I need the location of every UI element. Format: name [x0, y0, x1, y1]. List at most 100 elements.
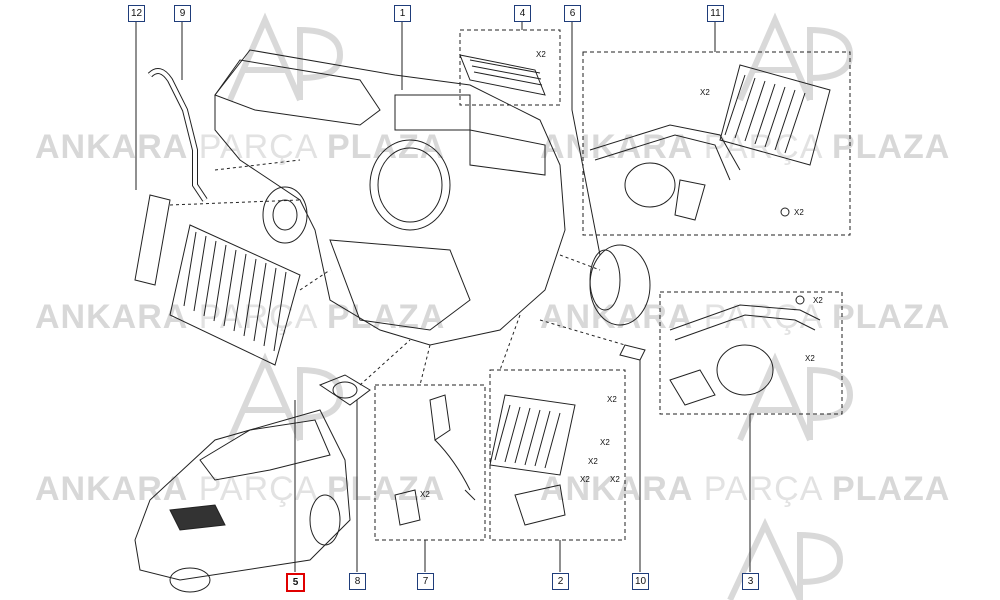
side-fan-cover	[262, 186, 308, 244]
small-fitting	[619, 344, 646, 361]
watermark-brand-b: PARÇA	[703, 470, 822, 508]
leader	[169, 199, 301, 206]
qty-label: X2	[607, 395, 617, 404]
pipe-flange	[624, 162, 676, 208]
top-grille-lines	[469, 59, 543, 86]
side-fan-cover-inner	[272, 199, 298, 231]
watermark-row-3: ANKARA PARÇA PLAZA	[35, 470, 445, 509]
watermark-brand-a: ANKARA	[540, 128, 694, 166]
watermark-brand-c: PLAZA	[831, 470, 951, 508]
pipe-flange-3	[716, 344, 774, 396]
logo-mark-p	[807, 366, 854, 440]
logo-mark-p	[297, 366, 344, 440]
callout-8[interactable]: 8	[349, 573, 366, 590]
leader	[419, 344, 431, 386]
watermark-brand-a: ANKARA	[35, 128, 189, 166]
watermark-brand-b: PARÇA	[198, 470, 317, 508]
logo-mark-a	[737, 12, 813, 102]
seal-strip	[134, 194, 171, 286]
watermark-brand-a: ANKARA	[540, 470, 694, 508]
cap-part-inner	[332, 381, 358, 399]
cap-part	[318, 374, 371, 406]
leader	[539, 319, 626, 346]
car-wheel-front	[169, 567, 211, 593]
qty-label: X2	[600, 438, 610, 447]
logo-mark-p	[797, 531, 844, 600]
qty-label: X2	[610, 475, 620, 484]
leader	[499, 314, 521, 371]
leader	[359, 339, 411, 386]
qty-label: X2	[794, 208, 804, 217]
group-box-11	[582, 51, 851, 236]
watermark-brand-a: ANKARA	[35, 298, 189, 336]
pipe-assembly	[669, 304, 821, 341]
qty-label: X2	[805, 354, 815, 363]
heater-core	[489, 394, 576, 476]
callout-2[interactable]: 2	[552, 573, 569, 590]
callout-11[interactable]: 11	[707, 5, 724, 22]
watermark-row-2: ANKARA PARÇA PLAZA	[35, 298, 445, 337]
blower-opening	[369, 139, 451, 231]
callout-3[interactable]: 3	[742, 573, 759, 590]
radiator-fins	[724, 74, 806, 154]
callout-6[interactable]: 6	[564, 5, 581, 22]
callout-7[interactable]: 7	[417, 573, 434, 590]
leader-6	[571, 22, 601, 256]
pollen-filter-pleats	[183, 231, 287, 352]
blower-opening-inner	[377, 147, 443, 223]
coolant-pipes	[589, 124, 741, 181]
qty-label: X2	[580, 475, 590, 484]
callout-9[interactable]: 9	[174, 5, 191, 22]
logo-mark-a	[737, 352, 813, 442]
blower-wheel	[589, 249, 621, 311]
callout-5-highlighted[interactable]: 5	[286, 573, 305, 592]
group-box-2	[489, 369, 626, 541]
group-box-4	[459, 29, 561, 106]
qty-label: X2	[700, 88, 710, 97]
car-windshield	[199, 419, 331, 481]
leader	[299, 269, 331, 291]
watermark-row-1-right: ANKARA PARÇA PLAZA	[540, 128, 950, 167]
group-box-3	[659, 291, 843, 415]
hvac-housing	[214, 49, 566, 346]
group-box-7	[374, 384, 486, 541]
top-grille	[459, 54, 546, 96]
watermark-brand-c: PLAZA	[326, 128, 446, 166]
watermark-brand-a: ANKARA	[540, 298, 694, 336]
watermark-brand-c: PLAZA	[831, 128, 951, 166]
logo-mark-p	[297, 26, 344, 100]
air-duct	[214, 59, 381, 126]
line-art	[134, 22, 851, 593]
radiator-core	[719, 64, 831, 166]
callout-1[interactable]: 1	[394, 5, 411, 22]
o-ring	[780, 207, 790, 217]
callout-10[interactable]: 10	[632, 573, 649, 590]
car-wheel-rear	[309, 494, 341, 546]
sensor-harness	[429, 394, 476, 501]
qty-label: X2	[588, 457, 598, 466]
pipe-connector	[514, 484, 566, 526]
logo-mark-a	[727, 517, 803, 600]
leader	[559, 254, 601, 271]
o-ring-3	[795, 295, 805, 305]
qty-label: X2	[813, 296, 823, 305]
watermark-brand-b: PARÇA	[703, 128, 822, 166]
qty-label: X2	[420, 490, 430, 499]
sensor-connector	[394, 489, 421, 526]
pollen-filter	[169, 224, 301, 366]
watermark-row-3-right: ANKARA PARÇA PLAZA	[540, 470, 950, 509]
heater-core-fins	[494, 404, 561, 469]
clip	[674, 179, 706, 221]
callout-leaders	[135, 22, 751, 572]
vent-box	[394, 94, 546, 176]
leader-lines	[169, 159, 626, 386]
watermark-brand-c: PLAZA	[831, 298, 951, 336]
housing-lower-block	[329, 239, 471, 331]
leader	[214, 159, 301, 171]
pipe-connector-3	[669, 369, 716, 406]
callout-12[interactable]: 12	[128, 5, 145, 22]
drain-hose-inner	[148, 69, 207, 202]
watermark-brand-b: PARÇA	[198, 298, 317, 336]
callout-4[interactable]: 4	[514, 5, 531, 22]
